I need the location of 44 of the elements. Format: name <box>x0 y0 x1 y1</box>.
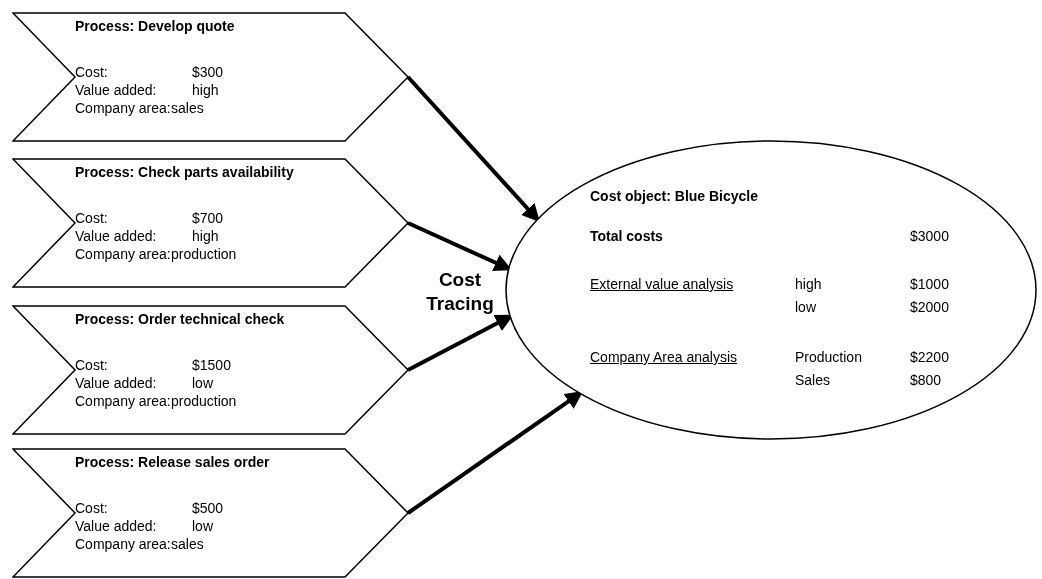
cost-object-title: Cost object: Blue Bicycle <box>590 188 759 205</box>
category-label: low <box>795 299 816 316</box>
process-title: Process: Release sales order <box>75 454 270 471</box>
field-label: Company area: <box>75 246 171 263</box>
process-title: Process: Order technical check <box>75 311 285 328</box>
field-label: Company area: <box>75 393 171 410</box>
process-label: Cost Tracing <box>425 268 495 316</box>
field-label: Cost: <box>75 64 108 81</box>
field-value: $300 <box>192 64 224 81</box>
field-value: production <box>171 393 237 410</box>
field-label: Value added: <box>75 518 157 535</box>
category-label: high <box>795 276 822 293</box>
field-value: sales <box>171 536 204 553</box>
field-label: Value added: <box>75 228 157 245</box>
cost-value: $2000 <box>910 299 949 316</box>
field-value: low <box>192 375 213 392</box>
field-label: Company area: <box>75 536 171 553</box>
field-label: Company area: <box>75 100 171 117</box>
field-value: low <box>192 518 213 535</box>
analysis-heading: External value analysis <box>590 276 734 293</box>
process-title: Process: Develop quote <box>75 18 235 35</box>
arrow <box>406 75 541 223</box>
category-label: Sales <box>795 372 831 389</box>
field-label: Value added: <box>75 82 157 99</box>
process-title: Process: Check parts availability <box>75 164 294 181</box>
field-value: high <box>192 228 219 245</box>
field-value: production <box>171 246 237 263</box>
field-label: Value added: <box>75 375 157 392</box>
field-value: $500 <box>192 500 224 517</box>
analysis-heading: Company Area analysis <box>590 349 738 366</box>
field-value: sales <box>171 100 204 117</box>
field-value: high <box>192 82 219 99</box>
cost-value: $1000 <box>910 276 949 293</box>
total-costs-label: Total costs <box>590 228 663 245</box>
field-label: Cost: <box>75 210 108 227</box>
field-value: $1500 <box>192 357 231 374</box>
field-value: $700 <box>192 210 224 227</box>
cost-value: $800 <box>910 372 942 389</box>
cost-value: $2200 <box>910 349 949 366</box>
cost-value: $3000 <box>910 228 949 245</box>
arrow <box>406 390 584 515</box>
field-label: Cost: <box>75 500 108 517</box>
field-label: Cost: <box>75 357 108 374</box>
category-label: Production <box>795 349 862 366</box>
